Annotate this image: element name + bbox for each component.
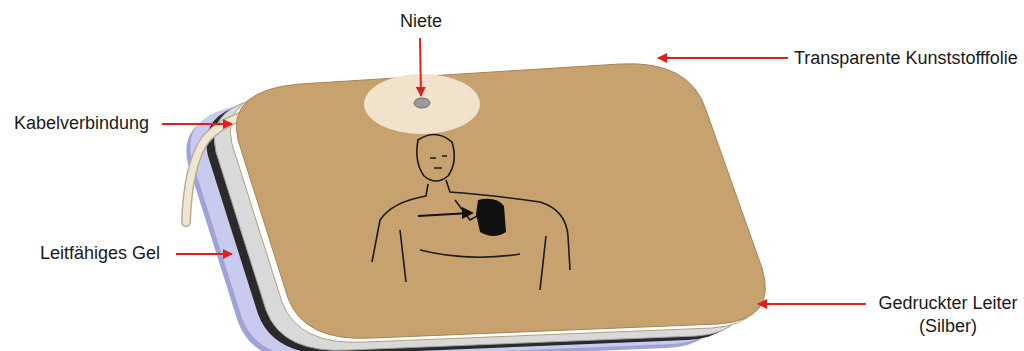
leader-line [420, 38, 421, 96]
part-label: Leitfähiges Gel [40, 242, 160, 265]
leader-line [176, 253, 232, 255]
heart-symbol [476, 199, 506, 236]
rivet-disc [364, 74, 480, 134]
heart-arrow-head [462, 207, 474, 219]
part-label: Transparente Kunststofffolie [794, 47, 1018, 70]
rivet [414, 98, 430, 108]
part-label: Kabelverbindung [14, 112, 149, 135]
part-label: Niete [400, 10, 442, 33]
part-label: Gedruckter Leiter (Silber) [878, 292, 1018, 337]
leader-line [758, 303, 866, 305]
leader-line [658, 57, 788, 59]
pad-top-face [236, 64, 765, 339]
torso-figure [372, 134, 570, 290]
leader-line [162, 123, 232, 125]
